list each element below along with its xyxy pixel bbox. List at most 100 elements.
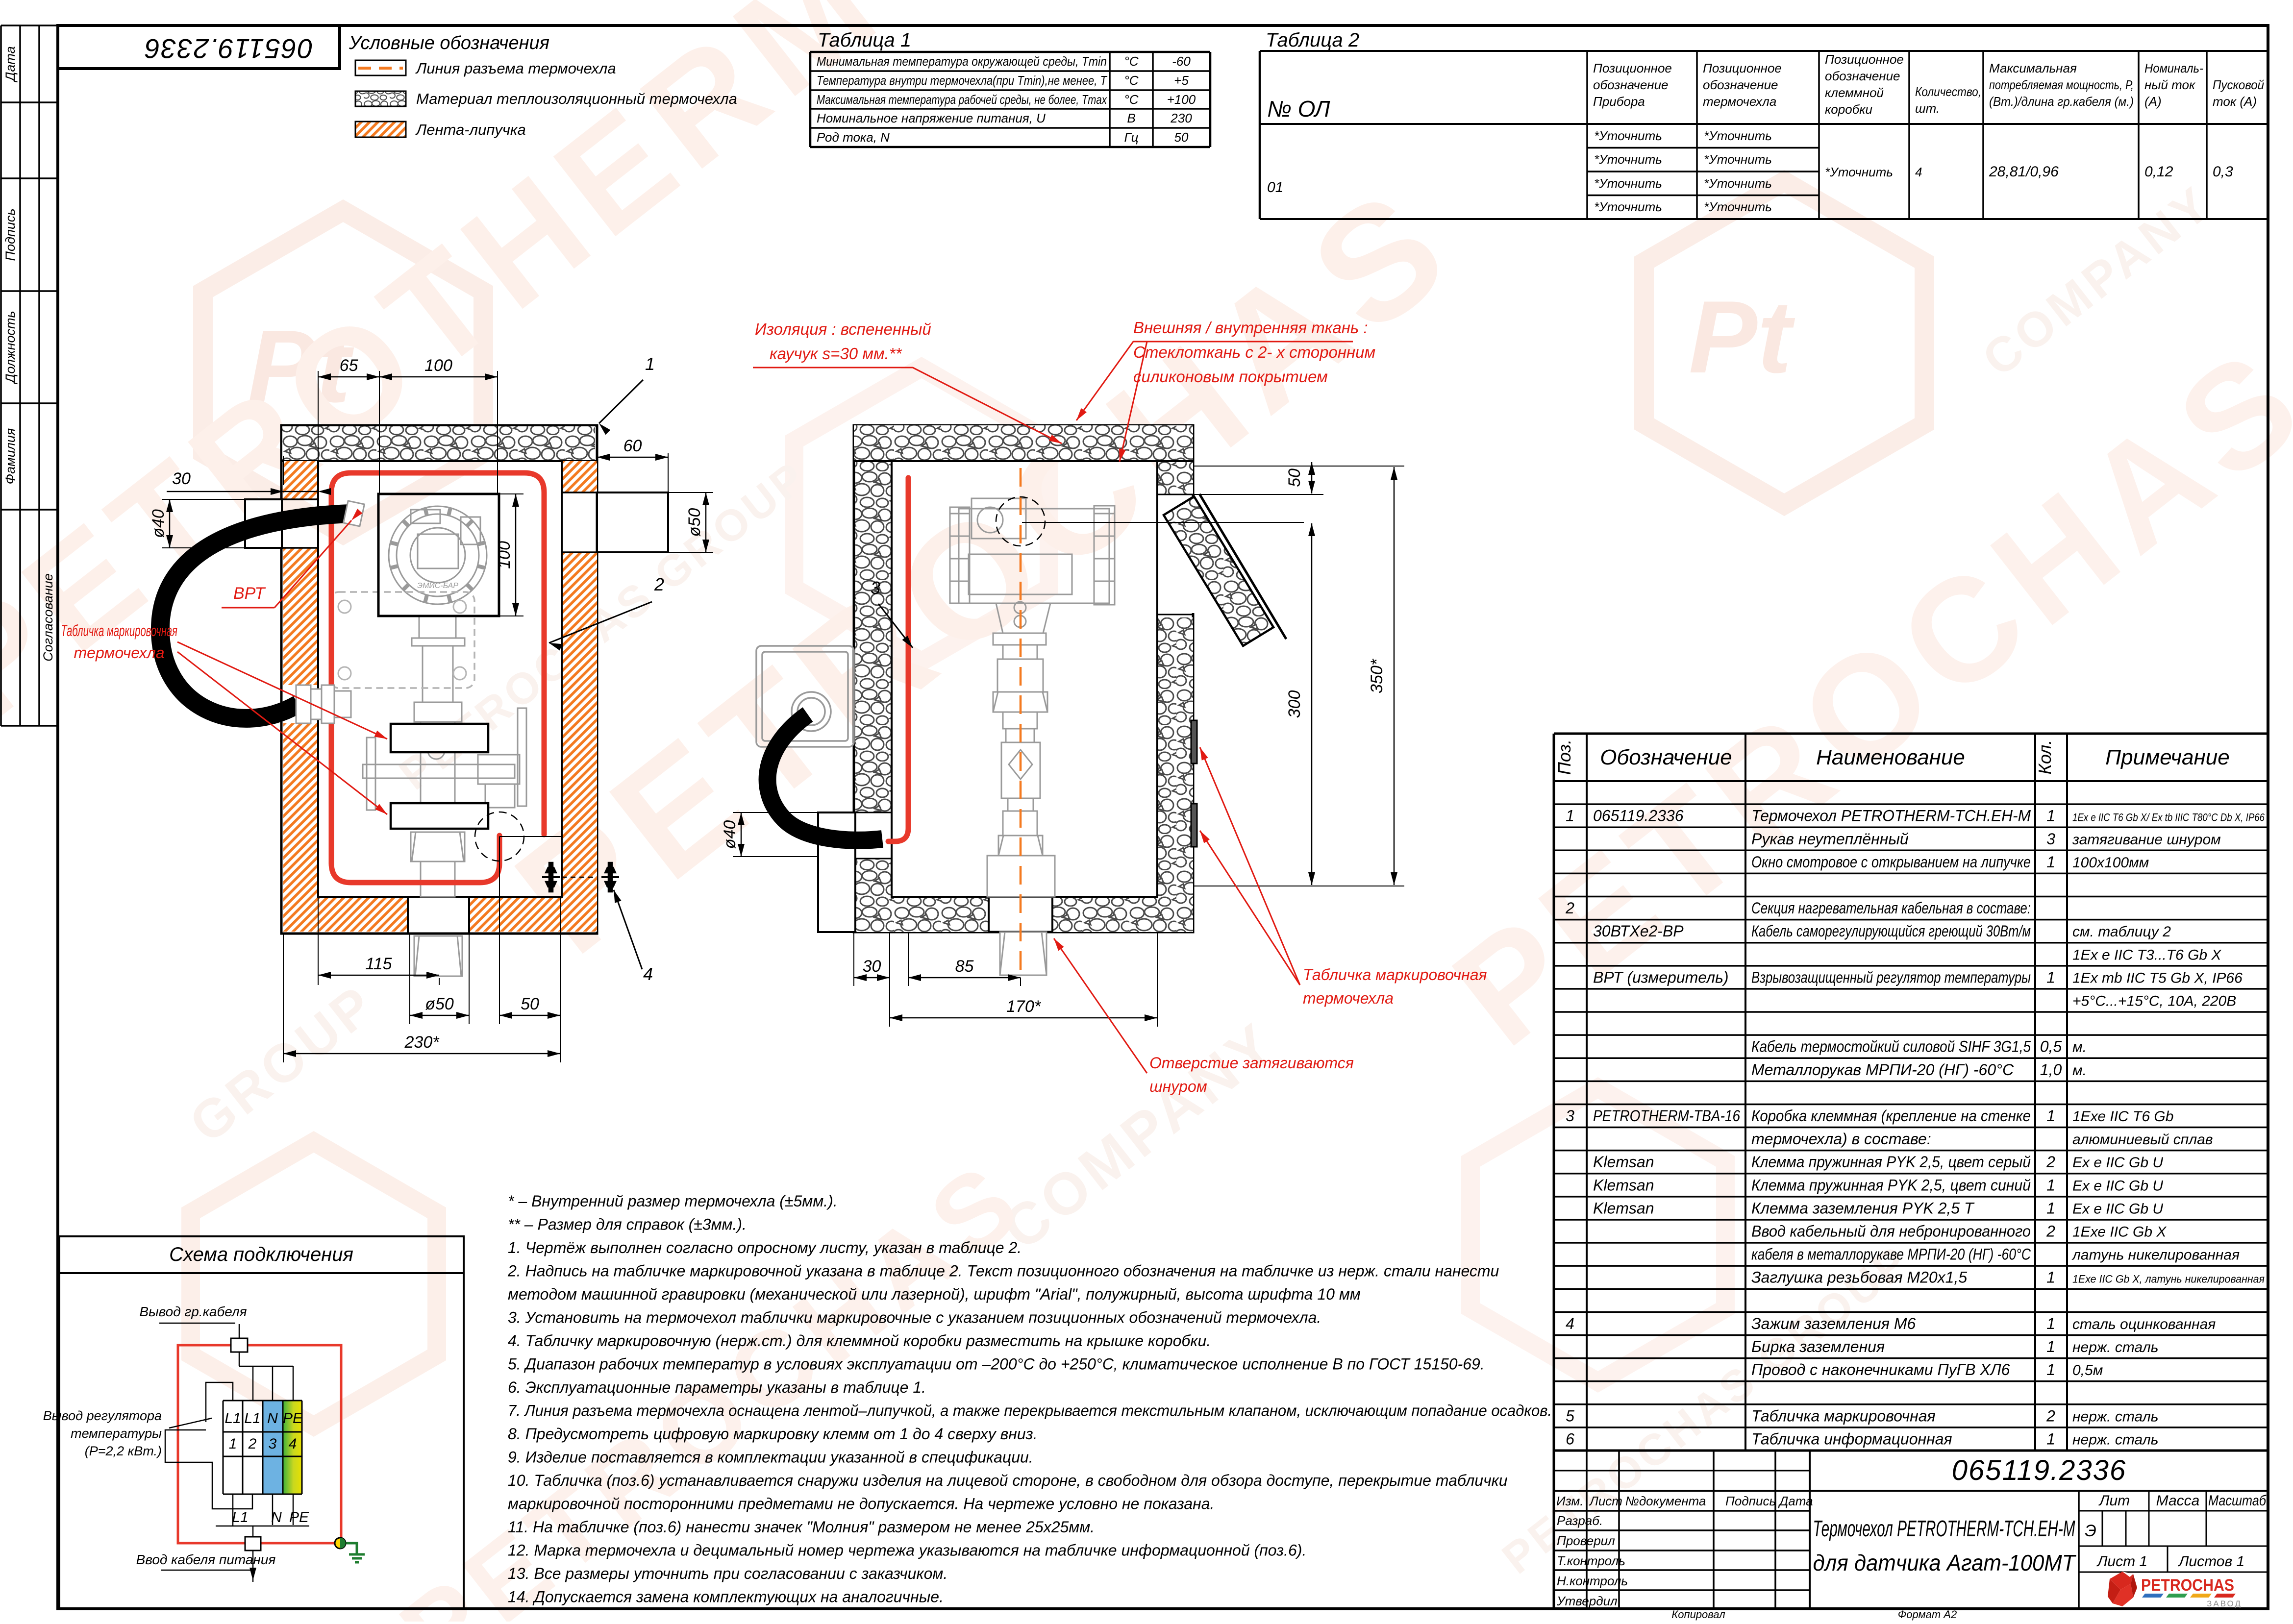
svg-text:методом машинной гравировки (м: методом машинной гравировки (механическо… <box>508 1285 1361 1303</box>
svg-text:1Ех mb IIC T5 Gb X, IP66: 1Ех mb IIC T5 Gb X, IP66 <box>2072 970 2243 986</box>
svg-text:Стеклоткань с 2- х сторонним: Стеклоткань с 2- х сторонним <box>1133 343 1375 361</box>
svg-text:065119.2336: 065119.2336 <box>1593 807 1684 825</box>
svg-text:Примечание: Примечание <box>2105 745 2229 769</box>
svg-text:обозначение: обозначение <box>1593 77 1669 92</box>
svg-text:В: В <box>1127 111 1135 125</box>
svg-text:термочехла: термочехла <box>1303 989 1394 1007</box>
svg-text:0,5: 0,5 <box>2040 1038 2062 1056</box>
svg-text:01: 01 <box>1267 179 1283 196</box>
svg-text:30: 30 <box>172 469 191 488</box>
svg-text:°C: °C <box>1124 54 1138 69</box>
svg-text:Разраб.: Разраб. <box>1557 1513 1603 1528</box>
svg-text:7. Линия разъема термочехла ос: 7. Линия разъема термочехла оснащена лен… <box>508 1402 1552 1420</box>
svg-text:*Уточнить: *Уточнить <box>1704 152 1772 167</box>
svg-text:Номинальное напряжение питания: Номинальное напряжение питания, U <box>817 111 1046 125</box>
svg-text:Условные обозначения: Условные обозначения <box>349 33 549 53</box>
svg-text:*Уточнить: *Уточнить <box>1704 176 1772 191</box>
svg-text:*Уточнить: *Уточнить <box>1594 128 1662 143</box>
svg-text:обозначение: обозначение <box>1825 69 1900 83</box>
svg-text:Взрывозащищенный регулятор тем: Взрывозащищенный регулятор температуры <box>1751 968 2031 986</box>
svg-text:85: 85 <box>955 957 974 976</box>
svg-text:Утвердил: Утвердил <box>1556 1594 1618 1608</box>
svg-text:GROUP: GROUP <box>178 973 387 1155</box>
svg-text:-60: -60 <box>1172 54 1191 69</box>
svg-text:1Ехе IIC Gb X: 1Ехе IIC Gb X <box>2072 1224 2167 1240</box>
svg-text:065119.2336: 065119.2336 <box>1952 1454 2126 1486</box>
svg-text:Лит: Лит <box>2098 1493 2130 1509</box>
svg-text:Внешняя / внутренняя ткань :: Внешняя / внутренняя ткань : <box>1133 319 1368 337</box>
svg-text:2: 2 <box>2046 1153 2055 1171</box>
svg-text:100х100мм: 100х100мм <box>2072 855 2149 871</box>
svg-text:Лист: Лист <box>1589 1494 1622 1508</box>
svg-text:2: 2 <box>654 574 664 594</box>
svg-text:3. Установить на термочехол та: 3. Установить на термочехол таблички мар… <box>508 1309 1321 1327</box>
svg-text:1: 1 <box>2046 1176 2055 1194</box>
svg-text:+5: +5 <box>1174 73 1189 88</box>
svg-text:Н.контроль: Н.контроль <box>1557 1574 1628 1588</box>
svg-text:1: 1 <box>2046 1199 2055 1217</box>
svg-text:Ex e IIC Gb U: Ex e IIC Gb U <box>2072 1155 2163 1171</box>
svg-text:Изм.: Изм. <box>1556 1494 1583 1508</box>
svg-text:0,3: 0,3 <box>2213 164 2233 180</box>
svg-text:4: 4 <box>1915 165 1922 179</box>
svg-text:*Уточнить: *Уточнить <box>1594 176 1662 191</box>
svg-text:100: 100 <box>424 356 452 375</box>
svg-text:Пусковой: Пусковой <box>2213 77 2264 92</box>
svg-text:Линия разъема термочехла: Линия разъема термочехла <box>415 60 616 77</box>
svg-text:4: 4 <box>1566 1315 1574 1332</box>
svg-text:Подпись: Подпись <box>1725 1494 1776 1508</box>
svg-text:1: 1 <box>2046 1430 2055 1448</box>
svg-text:*Уточнить: *Уточнить <box>1704 128 1772 143</box>
svg-text:1: 1 <box>2046 1338 2055 1355</box>
svg-text:115: 115 <box>365 955 392 973</box>
svg-text:3: 3 <box>269 1436 277 1452</box>
svg-text:9. Изделие поставляется в комп: 9. Изделие поставляется в комплектации у… <box>508 1449 1033 1466</box>
svg-text:Клемма пружинная PYK 2,5, цвет: Клемма пружинная PYK 2,5, цвет синий <box>1751 1176 2031 1194</box>
svg-text:Таблица 1: Таблица 1 <box>818 29 911 51</box>
svg-text:Провод с наконечниками ПуГВ ХЛ: Провод с наконечниками ПуГВ ХЛ6 <box>1751 1361 2010 1378</box>
svg-text:30: 30 <box>863 957 881 976</box>
svg-text:Заглушка резьбовая М20х1,5: Заглушка резьбовая М20х1,5 <box>1751 1269 1967 1286</box>
svg-text:230*: 230* <box>404 1033 440 1052</box>
svg-text:Схема подключения: Схема подключения <box>169 1244 353 1265</box>
svg-text:Вывод гр.кабеля: Вывод гр.кабеля <box>139 1304 247 1319</box>
svg-text:1: 1 <box>1566 807 1574 825</box>
svg-text:2: 2 <box>2046 1407 2055 1425</box>
svg-text:Термочехол PETROTHERM-TCH.EH-M: Термочехол PETROTHERM-TCH.EH-M <box>1751 807 2031 825</box>
svg-text:** – Размер для справок (±3мм.: ** – Размер для справок (±3мм.). <box>508 1216 747 1233</box>
svg-text:170*: 170* <box>1006 997 1042 1016</box>
svg-text:Масштаб: Масштаб <box>2208 1493 2267 1509</box>
svg-text:см. таблицу 2: см. таблицу 2 <box>2072 924 2171 940</box>
svg-text:PETROCHAS: PETROCHAS <box>2141 1576 2234 1595</box>
svg-text:Рукав неутеплённый: Рукав неутеплённый <box>1751 830 1909 848</box>
svg-text:°C: °C <box>1124 73 1138 88</box>
svg-text:№документа: №документа <box>1625 1494 1706 1508</box>
svg-text:Проверил: Проверил <box>1557 1533 1615 1548</box>
svg-text:(А): (А) <box>2144 94 2162 109</box>
svg-text:коробки: коробки <box>1825 102 1872 117</box>
svg-text:Табличка информационная: Табличка информационная <box>1751 1430 1952 1448</box>
svg-text:Наименование: Наименование <box>1816 745 1965 769</box>
svg-text:PE: PE <box>283 1410 303 1427</box>
svg-text:Klemsan: Klemsan <box>1593 1153 1654 1171</box>
svg-text:Термочехол PETROTHERM-TCH.EH-M: Термочехол PETROTHERM-TCH.EH-M <box>1813 1516 2075 1541</box>
svg-text:Масса: Масса <box>2156 1493 2200 1509</box>
svg-text:4. Табличку маркировочную (нер: 4. Табличку маркировочную (нерж.ст.) для… <box>508 1332 1211 1350</box>
svg-text:Ex e IIC Gb U: Ex e IIC Gb U <box>2072 1201 2163 1217</box>
svg-text:обозначение: обозначение <box>1703 77 1778 92</box>
svg-text:Секция нагревательная кабельна: Секция нагревательная кабельная в состав… <box>1751 899 2031 917</box>
svg-text:ЭМИС-БАР: ЭМИС-БАР <box>417 582 458 590</box>
svg-text:ø40: ø40 <box>149 509 168 538</box>
svg-text:8. Предусмотреть цифровую марк: 8. Предусмотреть цифровую маркировку кле… <box>508 1425 1037 1443</box>
svg-text:Максимальная: Максимальная <box>1989 61 2077 75</box>
svg-text:1: 1 <box>2046 1315 2055 1332</box>
svg-text:+5°C...+15°C, 10А, 220В: +5°C...+15°C, 10А, 220В <box>2072 993 2236 1009</box>
svg-text:1: 1 <box>2046 807 2055 825</box>
svg-text:ø40: ø40 <box>721 820 739 849</box>
svg-text:Бирка заземления: Бирка заземления <box>1751 1338 1885 1355</box>
svg-text:230: 230 <box>1170 111 1192 125</box>
svg-text:Таблица 2: Таблица 2 <box>1266 29 1359 51</box>
svg-text:65: 65 <box>340 356 358 375</box>
svg-text:Pt: Pt <box>248 309 354 424</box>
svg-text:термочехла) в составе:: термочехла) в составе: <box>1751 1130 1931 1148</box>
